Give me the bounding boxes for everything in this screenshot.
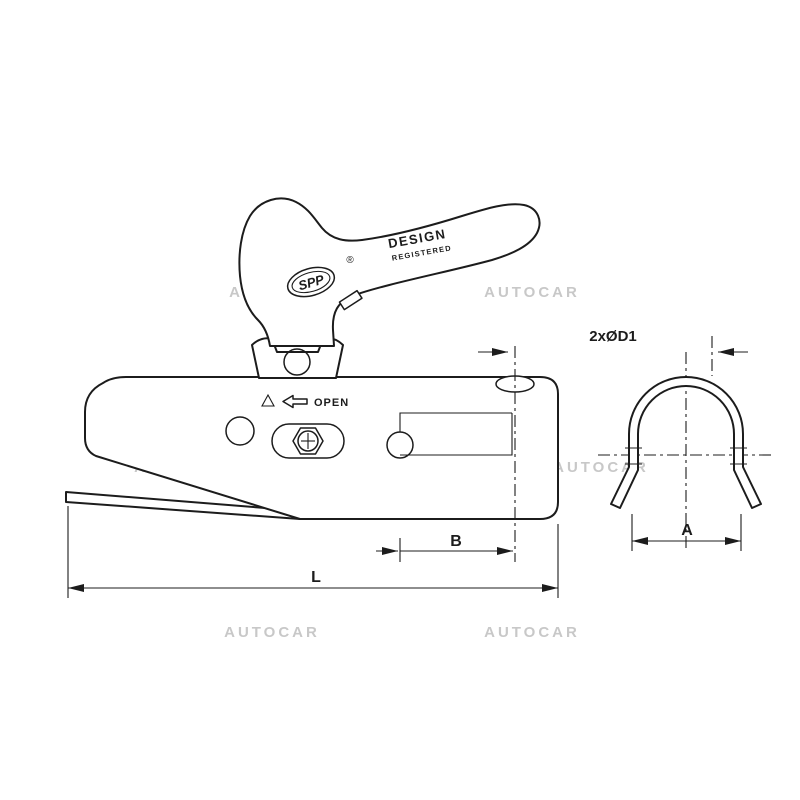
- pivot-hole: [283, 348, 311, 376]
- watermark-autocar: AUTOCAR: [224, 624, 320, 641]
- dimension-label-b: B: [450, 533, 462, 550]
- cross-section-view: [598, 336, 774, 548]
- dimension-l: L: [67, 506, 559, 598]
- brand-oval-outer: [286, 266, 336, 298]
- dimension-b: B: [376, 533, 513, 562]
- internal-contour: [399, 412, 512, 432]
- u-channel-section: [610, 376, 762, 509]
- warning-triangle-icon: [261, 393, 275, 407]
- handle-latch-slot: [338, 289, 363, 311]
- dimension-a: A: [631, 514, 742, 551]
- handle-assembly: DESIGN REGISTERED SPP ®: [238, 197, 541, 379]
- watermark-autocar: AUTOCAR: [484, 284, 580, 301]
- watermark-autocar: AUTOCAR: [484, 624, 580, 641]
- side-view: OPEN: [65, 346, 559, 562]
- watermark-autocar: AUTOCAR: [553, 459, 649, 476]
- internal-contour: [400, 413, 513, 456]
- body-hole-left: [225, 416, 255, 446]
- handle-bracket: [251, 337, 344, 379]
- dimension-hole-d1: 2xØD1: [478, 328, 748, 356]
- registered-trademark-symbol: ®: [346, 255, 354, 266]
- open-label: OPEN: [314, 397, 349, 409]
- brand-label: SPP: [297, 272, 326, 294]
- dimension-label-d1: 2xØD1: [589, 328, 637, 345]
- dimension-label-l: L: [311, 569, 321, 586]
- body-hole-right: [386, 431, 414, 459]
- brand-logo: SPP: [286, 266, 336, 298]
- handle-lever: [238, 197, 541, 347]
- lock-screw-circle: [297, 430, 319, 452]
- brand-oval-inner: [291, 270, 331, 294]
- open-direction-arrow-icon: [282, 394, 308, 409]
- dimension-label-a: A: [681, 522, 693, 539]
